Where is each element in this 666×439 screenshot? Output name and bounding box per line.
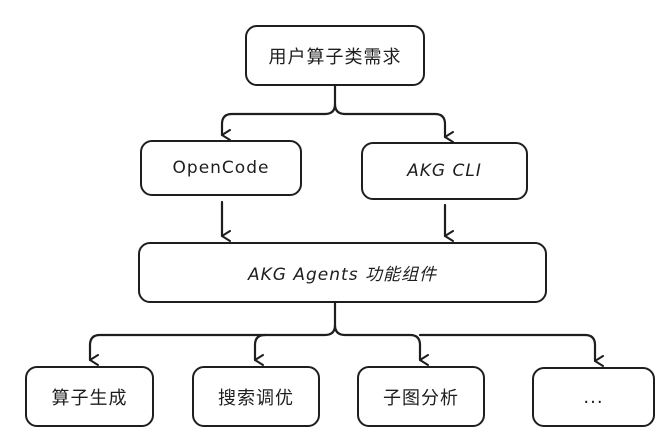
edge-agents-to-subgraph (333, 323, 429, 366)
node-akg-agents-components: AKG Agents 功能组件 (138, 242, 547, 303)
node-label: 子图分析 (383, 387, 459, 409)
edge-agents-to-gen (88, 301, 337, 366)
node-label: 搜索调优 (218, 387, 294, 409)
node-label: OpenCode (172, 158, 270, 178)
edge-agents-to-search (253, 333, 267, 366)
node-more: ... (532, 367, 655, 427)
node-label: 算子生成 (51, 387, 128, 409)
node-operator-generation: 算子生成 (25, 366, 154, 427)
node-subgraph-analysis: 子图分析 (357, 366, 485, 427)
node-user-operator-requirement: 用户算子类需求 (245, 25, 425, 86)
edge-root-to-opencode (220, 84, 337, 141)
node-label: AKG CLI (407, 161, 482, 181)
node-search-tuning: 搜索调优 (192, 366, 320, 427)
edge-root-to-cli (333, 102, 454, 143)
node-label: ... (583, 386, 604, 408)
node-akg-cli: AKG CLI (361, 142, 528, 200)
node-label: 用户算子类需求 (268, 46, 402, 68)
edge-agents-to-more (418, 333, 604, 367)
node-opencode: OpenCode (140, 140, 302, 196)
node-label: AKG Agents 功能组件 (248, 265, 437, 285)
